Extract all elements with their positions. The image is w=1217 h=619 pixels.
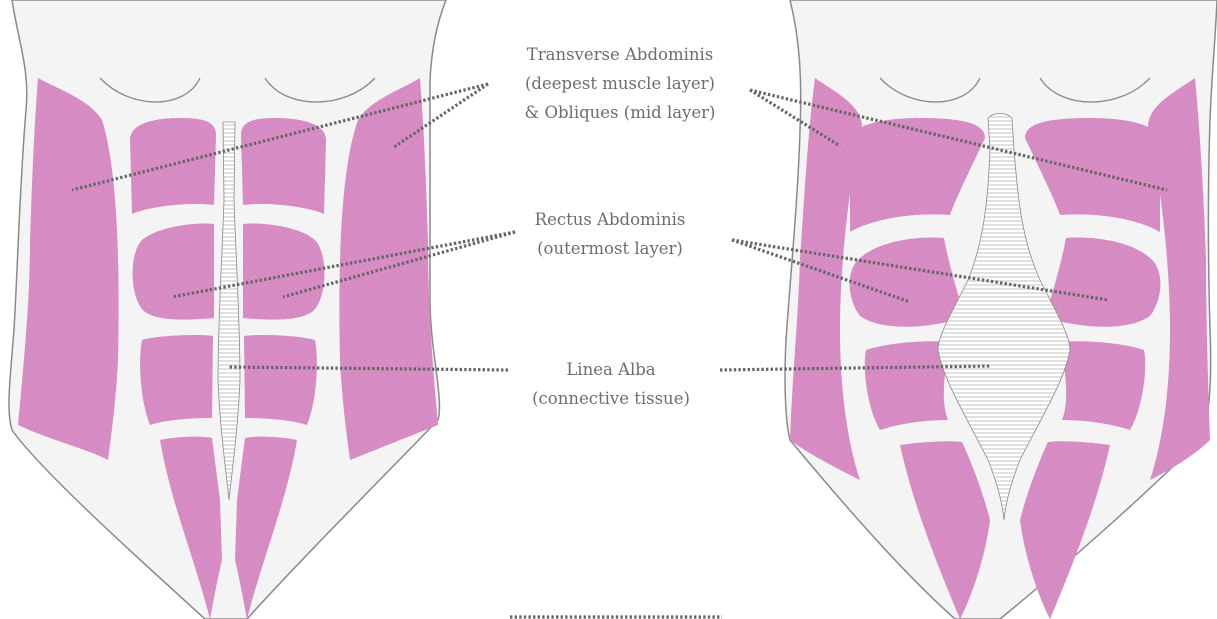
right-rectus-low-left [865, 341, 950, 430]
left-rectus-mid-right [243, 223, 324, 319]
left-rectus-low-right [244, 335, 317, 425]
transverse-label-line3: & Obliques (mid layer) [490, 98, 750, 127]
left-figure [9, 0, 446, 619]
transverse-label-line1: Transverse Abdominis [490, 40, 750, 69]
rectus-label: Rectus Abdominis (outermost layer) [490, 205, 730, 263]
linea-alba-label-line2: (connective tissue) [500, 384, 722, 413]
linea-alba-label-line1: Linea Alba [500, 355, 722, 384]
left-rectus-upper-left [130, 118, 216, 214]
rectus-label-line1: Rectus Abdominis [490, 205, 730, 234]
rectus-label-line2: (outermost layer) [490, 234, 730, 263]
right-oblique-muscle [339, 78, 438, 460]
linea-alba-label: Linea Alba (connective tissue) [500, 355, 722, 413]
right-figure [785, 0, 1217, 619]
transverse-label: Transverse Abdominis (deepest muscle lay… [490, 40, 750, 127]
left-rectus-upper-right [241, 118, 326, 214]
left-rectus-low-left [140, 335, 213, 425]
right-rectus-low-right [1060, 341, 1145, 430]
transverse-label-line2: (deepest muscle layer) [490, 69, 750, 98]
